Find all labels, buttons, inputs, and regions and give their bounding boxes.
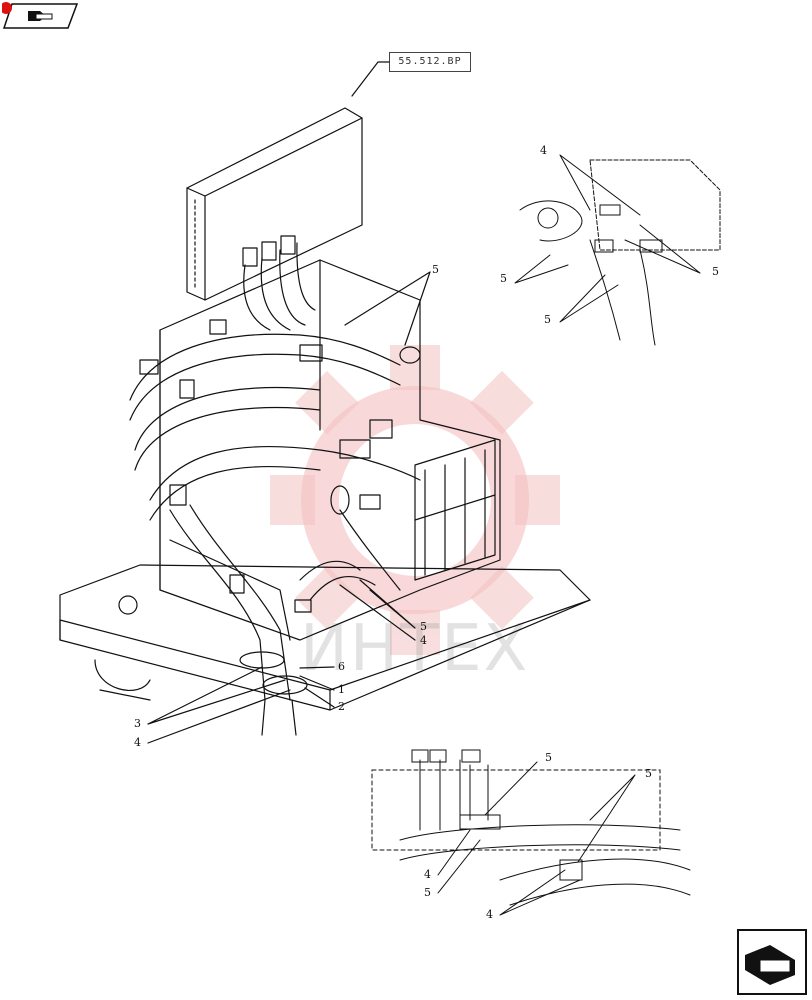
- next-page-button[interactable]: [737, 929, 807, 995]
- callout-1: 1: [338, 683, 345, 696]
- inset-bottom-callout-4-left: 4: [424, 868, 431, 881]
- inset-top-callout-5-right: 5: [712, 265, 719, 278]
- inset-bottom-callout-5-top: 5: [545, 751, 552, 764]
- inset-top-callout-4: 4: [540, 144, 547, 157]
- book-arrow-icon[interactable]: [2, 2, 78, 30]
- next-page-arrow-icon: [737, 929, 807, 995]
- callout-3: 3: [134, 717, 141, 730]
- callout-6: 6: [338, 660, 345, 673]
- watermark-gear: [250, 325, 580, 695]
- inset-bottom-callout-5-left: 5: [424, 886, 431, 899]
- callout-2: 2: [338, 700, 345, 713]
- inset-bottom-callout-5-right: 5: [645, 767, 652, 780]
- callout-5-right: 5: [420, 620, 427, 633]
- callout-5-top: 5: [432, 263, 439, 276]
- callout-4-left: 4: [134, 736, 141, 749]
- callout-4-right: 4: [420, 634, 427, 647]
- inset-top-callout-5-bottom: 5: [544, 313, 551, 326]
- inset-top-callout-5-left: 5: [500, 272, 507, 285]
- inset-bottom-callout-4-bottom: 4: [486, 908, 493, 921]
